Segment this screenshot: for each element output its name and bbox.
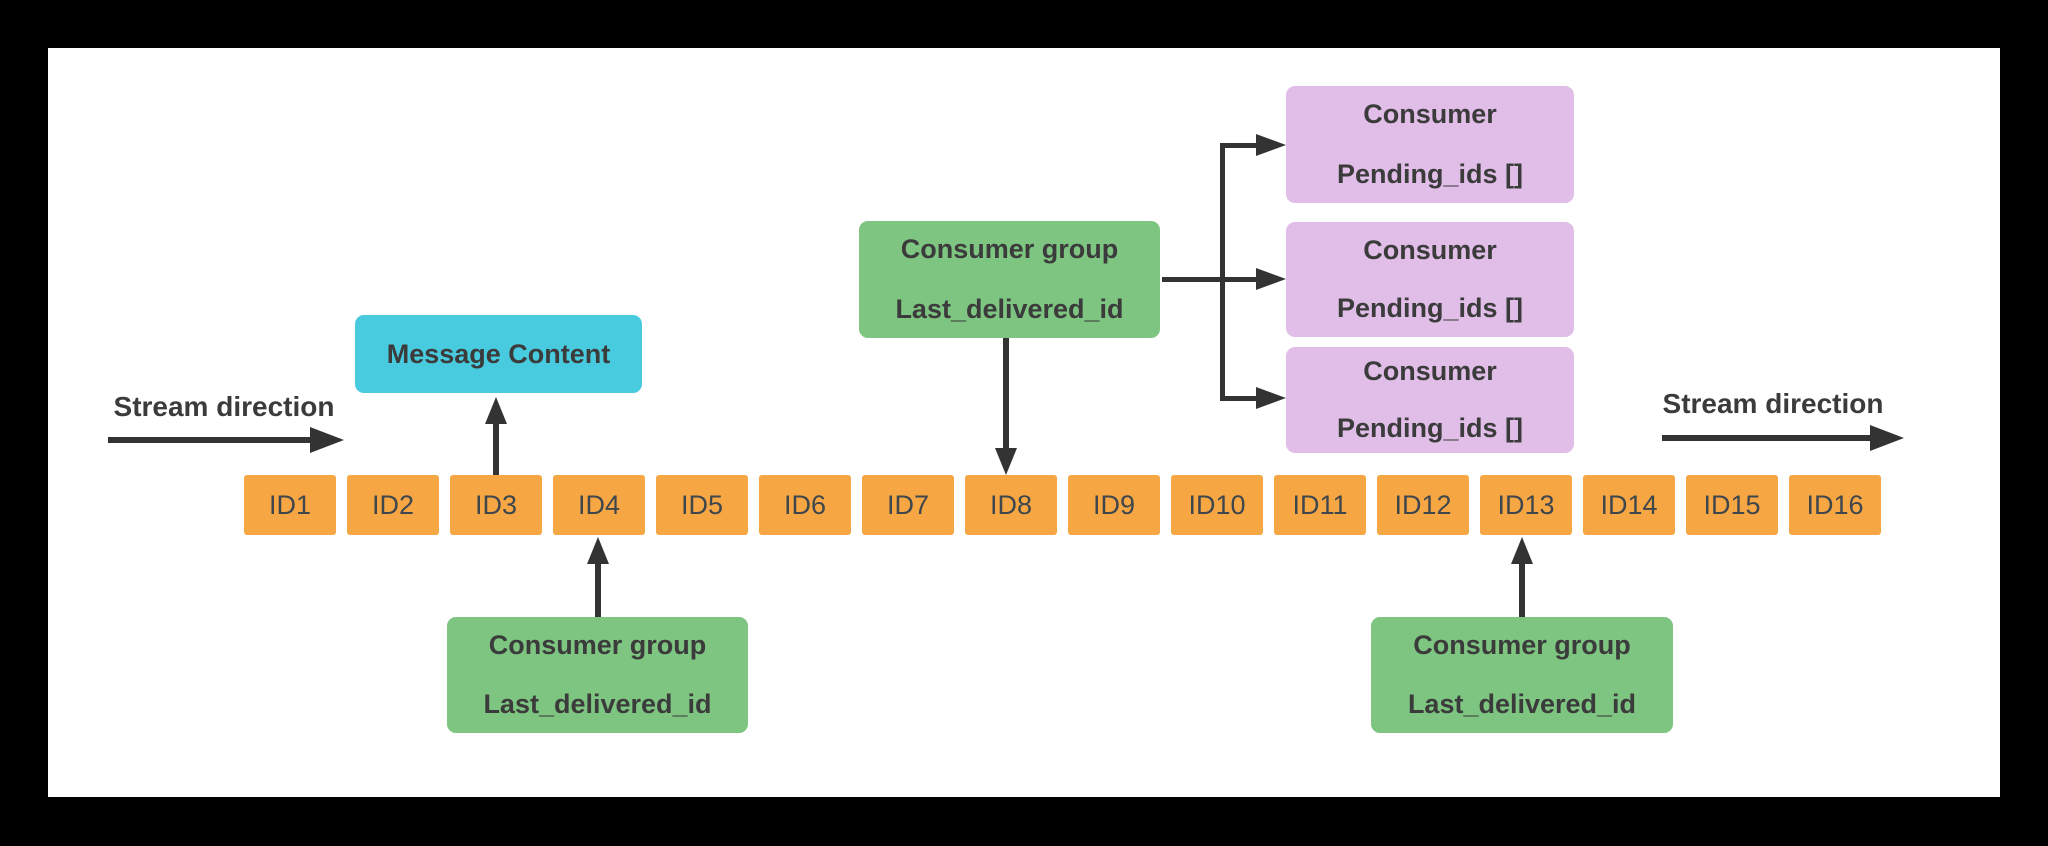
stream-id-box-16: ID16 bbox=[1789, 475, 1881, 535]
consumer-group-bottom-left-field: Last_delivered_id bbox=[483, 689, 712, 719]
stream-id-box-9: ID9 bbox=[1068, 475, 1160, 535]
message-content-box: Message Content bbox=[355, 315, 642, 393]
consumer-group-bottom-right-field: Last_delivered_id bbox=[1407, 689, 1637, 719]
consumer-group-top-box: Consumer group Last_delivered_id bbox=[859, 221, 1160, 338]
stream-id-box-15: ID15 bbox=[1686, 475, 1778, 535]
stream-direction-left-arrow-head bbox=[310, 427, 344, 453]
arrow-group-to-id13-shaft bbox=[1519, 562, 1525, 617]
consumer-group-bottom-left-title: Consumer group bbox=[488, 630, 707, 660]
stream-direction-left-label: Stream direction bbox=[113, 391, 335, 422]
arrow-to-consumer-3-head bbox=[1256, 387, 1286, 409]
consumer-group-top-title: Consumer group bbox=[900, 234, 1119, 264]
consumer-1-title: Consumer bbox=[1363, 99, 1497, 129]
stream-id-box-7: ID7 bbox=[862, 475, 954, 535]
arrow-group-to-id13-head bbox=[1511, 537, 1533, 564]
stream-direction-left-arrow-shaft bbox=[108, 437, 314, 443]
stream-id-box-3: ID3 bbox=[450, 475, 542, 535]
consumer-group-top-field: Last_delivered_id bbox=[895, 294, 1124, 324]
consumer-group-bottom-left-box: Consumer group Last_delivered_id bbox=[447, 617, 748, 733]
stream-id-box-6: ID6 bbox=[759, 475, 851, 535]
stream-id-box-12: ID12 bbox=[1377, 475, 1469, 535]
stream-id-box-8: ID8 bbox=[965, 475, 1057, 535]
arrow-to-consumer-2-head bbox=[1256, 268, 1286, 290]
consumer-box-2: Consumer Pending_ids [] bbox=[1286, 222, 1574, 337]
consumer-box-3: Consumer Pending_ids [] bbox=[1286, 347, 1574, 453]
stream-id-box-5: ID5 bbox=[656, 475, 748, 535]
consumer-3-title: Consumer bbox=[1363, 356, 1497, 386]
stream-id-box-13: ID13 bbox=[1480, 475, 1572, 535]
arrow-group-to-id4-head bbox=[587, 537, 609, 564]
message-content-label: Message Content bbox=[386, 338, 611, 369]
consumer-group-bottom-right-title: Consumer group bbox=[1413, 630, 1631, 660]
arrow-group-to-id4-shaft bbox=[595, 562, 601, 617]
stream-id-box-11: ID11 bbox=[1274, 475, 1366, 535]
branch-top-line bbox=[1220, 143, 1258, 148]
stream-id-box-14: ID14 bbox=[1583, 475, 1675, 535]
stream-direction-right-arrow-head bbox=[1870, 425, 1904, 451]
branch-vertical-line bbox=[1220, 143, 1225, 401]
stream-id-box-1: ID1 bbox=[244, 475, 336, 535]
branch-stem-line bbox=[1162, 277, 1258, 282]
stream-id-box-2: ID2 bbox=[347, 475, 439, 535]
stream-direction-right-arrow-shaft bbox=[1662, 435, 1874, 441]
stream-id-box-4: ID4 bbox=[553, 475, 645, 535]
arrow-id3-to-message-shaft bbox=[493, 422, 499, 475]
stream-direction-right-label: Stream direction bbox=[1662, 388, 1884, 419]
arrow-id3-to-message-head bbox=[485, 397, 507, 424]
arrow-to-consumer-1-head bbox=[1256, 134, 1286, 156]
arrow-group-to-id8-shaft bbox=[1003, 338, 1009, 450]
arrow-group-to-id8-head bbox=[995, 448, 1017, 475]
stream-id-box-10: ID10 bbox=[1171, 475, 1263, 535]
diagram-surface bbox=[48, 48, 2000, 797]
consumer-2-field: Pending_ids [] bbox=[1336, 293, 1523, 323]
consumer-2-title: Consumer bbox=[1363, 235, 1497, 265]
consumer-box-1: Consumer Pending_ids [] bbox=[1286, 86, 1574, 203]
consumer-1-field: Pending_ids [] bbox=[1336, 159, 1523, 189]
branch-bottom-line bbox=[1220, 396, 1258, 401]
consumer-3-field: Pending_ids [] bbox=[1336, 413, 1523, 443]
consumer-group-bottom-right-box: Consumer group Last_delivered_id bbox=[1371, 617, 1673, 733]
